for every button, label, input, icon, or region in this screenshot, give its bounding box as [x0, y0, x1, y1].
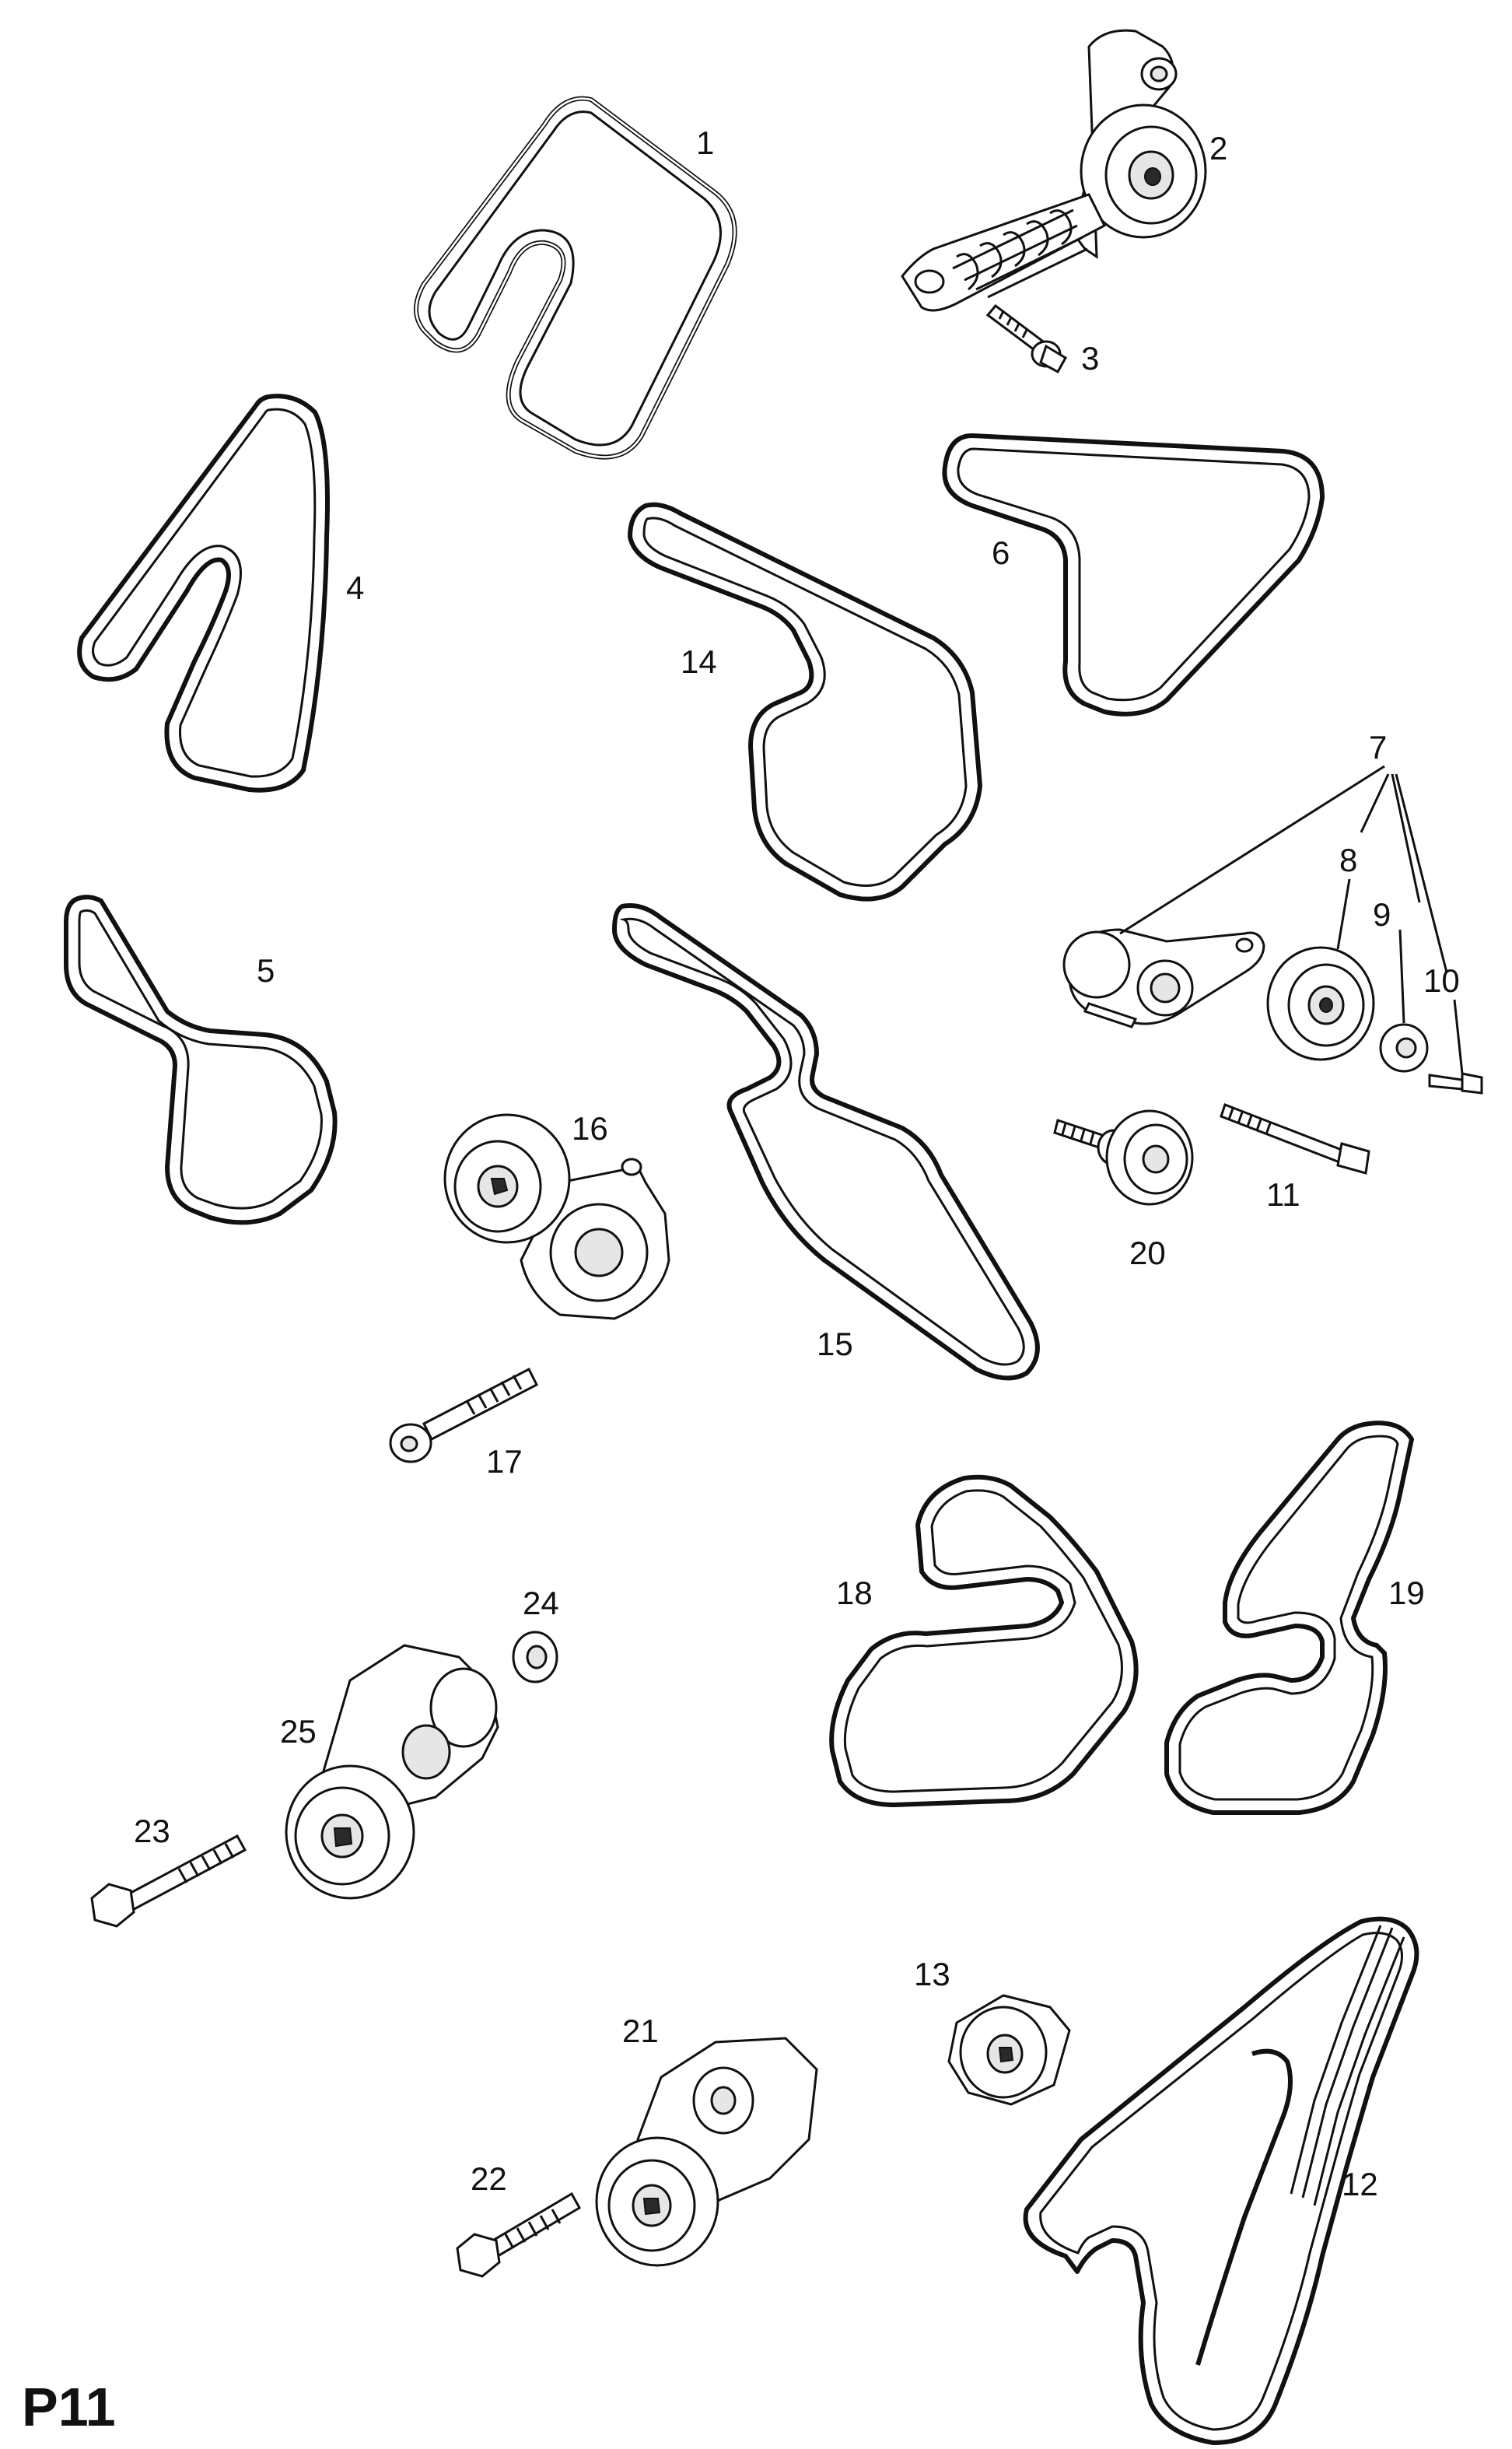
callout-22: 22: [471, 2160, 507, 2197]
callout-6: 6: [992, 534, 1010, 571]
belt-1[interactable]: [414, 96, 737, 460]
callout-3: 3: [1081, 340, 1099, 377]
belt-6[interactable]: [942, 433, 1325, 716]
callout-25: 25: [280, 1713, 317, 1750]
tensioner-bracket-7[interactable]: [1062, 928, 1265, 1028]
callout-20: 20: [1129, 1235, 1166, 1271]
nut-24[interactable]: [512, 1631, 558, 1683]
belt-14[interactable]: [628, 502, 982, 902]
tensioner-13[interactable]: [947, 1994, 1071, 2106]
callout-9: 9: [1373, 896, 1391, 933]
tensioner-25[interactable]: [285, 1644, 499, 1900]
idler-20[interactable]: [1053, 1109, 1194, 1206]
callout-12: 12: [1342, 2166, 1378, 2202]
tensioner-16[interactable]: [443, 1113, 670, 1320]
callout-13: 13: [914, 1956, 950, 1992]
callout-7-leaders: [1119, 765, 1464, 1074]
bolt-10[interactable]: [1428, 1072, 1483, 1095]
callout-18: 18: [836, 1575, 873, 1611]
bolt-11[interactable]: [1220, 1103, 1370, 1175]
bolt-23[interactable]: [90, 1834, 247, 1928]
callout-2: 2: [1209, 130, 1227, 166]
callout-labels: 1 2 3 4 6 14 7 8 9 10 5 16 11 20 15 17 1…: [134, 124, 1460, 2202]
callout-10: 10: [1423, 962, 1460, 999]
bolt-3[interactable]: [985, 303, 1068, 374]
belt-18[interactable]: [829, 1474, 1139, 1807]
callout-4: 4: [346, 569, 364, 606]
callout-23: 23: [134, 1813, 170, 1849]
callout-11: 11: [1266, 1176, 1300, 1213]
callout-19: 19: [1388, 1575, 1425, 1611]
belt-4[interactable]: [77, 394, 330, 793]
bolt-22[interactable]: [456, 2191, 582, 2278]
tensioner-2[interactable]: [901, 29, 1207, 312]
callout-16: 16: [572, 1110, 608, 1147]
pulley-8[interactable]: [1266, 946, 1375, 1061]
callout-15: 15: [817, 1326, 853, 1362]
belt-12[interactable]: [1023, 1916, 1419, 2445]
belt-19[interactable]: [1164, 1421, 1414, 1815]
tensioner-21[interactable]: [595, 2037, 818, 2267]
belt-5[interactable]: [64, 895, 338, 1225]
callout-5: 5: [257, 952, 275, 989]
belt-15[interactable]: [612, 903, 1040, 1381]
callout-1: 1: [696, 124, 714, 161]
callout-8: 8: [1339, 842, 1357, 878]
callout-7: 7: [1369, 729, 1387, 766]
washer-9[interactable]: [1379, 1023, 1429, 1073]
callout-14: 14: [681, 643, 717, 680]
callout-17: 17: [486, 1443, 523, 1480]
callout-21: 21: [622, 2013, 659, 2049]
callout-24: 24: [523, 1585, 559, 1621]
bolt-17[interactable]: [389, 1367, 539, 1463]
page-code: P11: [22, 2377, 116, 2437]
